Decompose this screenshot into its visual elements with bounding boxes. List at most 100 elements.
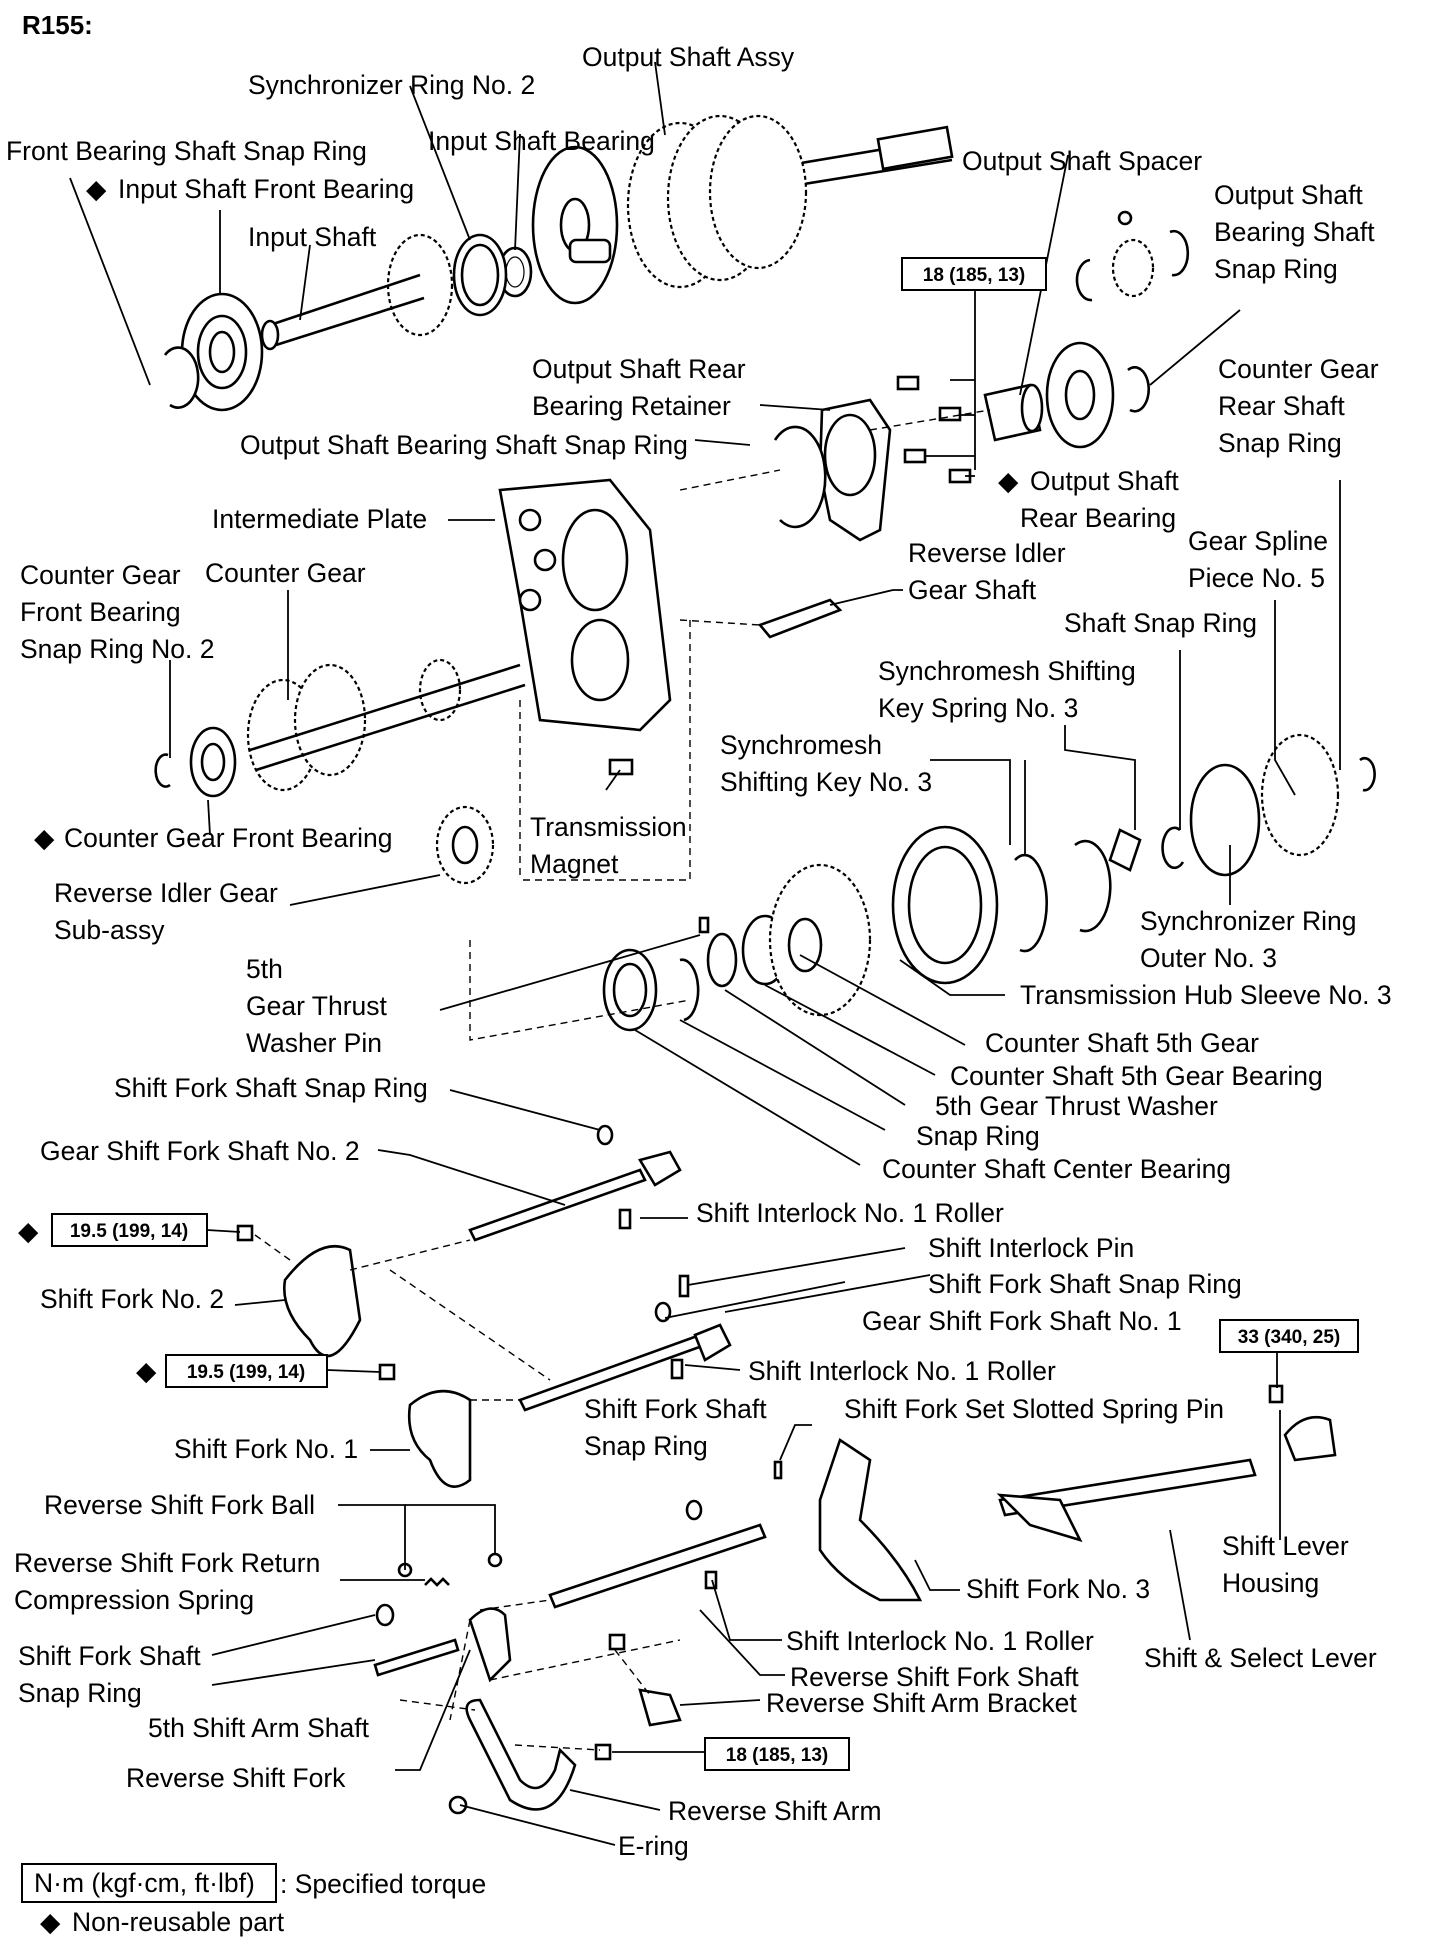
label-counter-front-snap-ring-1: Counter Gear [20,560,181,590]
assembly-lines [254,409,991,1751]
label-reverse-fork-ball: Reverse Shift Fork Ball [44,1490,315,1520]
shift-fork-no2-drawing [283,1245,362,1358]
fork-no2-bolt-drawing [236,1224,254,1242]
reverse-shift-fork-drawing [465,1698,577,1811]
interlock-pin-drawing [678,1274,690,1298]
label-return-spring-1: Reverse Shift Fork Return [14,1548,320,1578]
label-input-shaft-front-bearing: Input Shaft Front Bearing [118,174,414,204]
label-shift-fork-shaft-snap-ring-d-1: Shift Fork Shaft [18,1641,201,1671]
label-output-shaft-bearing-snap-ring-top-3: Snap Ring [1214,254,1338,284]
label-counter-front-snap-ring-2: Front Bearing [20,597,181,627]
torque-box-fork-no1 [165,1354,328,1388]
label-sync-ring-outer-1: Synchronizer Ring [1140,906,1357,936]
interlock-roller-c-drawing [704,1570,718,1590]
legend-torque-desc: : Specified torque [280,1869,486,1899]
label-interlock-roller-a: Shift Interlock No. 1 Roller [696,1198,1004,1228]
input-shaft-front-bearing-drawing [180,292,264,412]
label-shaft-snap-ring: Shaft Snap Ring [1064,608,1257,638]
label-interlock-pin: Shift Interlock Pin [928,1233,1134,1263]
reverse-arm-bracket-drawing [638,1688,682,1727]
label-retainer-1: Output Shaft Rear [532,354,746,384]
label-reverse-shift-fork: Reverse Shift Fork [126,1763,346,1793]
label-gear-shift-fork-shaft-no2: Gear Shift Fork Shaft No. 2 [40,1136,360,1166]
label-shift-fork-no3: Shift Fork No. 3 [966,1574,1150,1604]
bracket-bolt-2 [594,1743,612,1761]
reverse-fork-shaft-drawing [548,1523,767,1609]
label-counter-rear-snap-ring-2: Rear Shaft [1218,391,1345,421]
torque-box-housing [1219,1319,1359,1353]
label-counter-5th-gear-bearing: Counter Shaft 5th Gear Bearing [950,1061,1323,1091]
counter-front-snap-ring-drawing [154,753,171,788]
diagram-title: R155: [22,10,93,40]
label-shift-fork-no1: Shift Fork No. 1 [174,1434,358,1464]
label-counter-front-snap-ring-3: Snap Ring No. 2 [20,634,214,664]
magnet-drawing [608,758,634,776]
fork-shaft-no2-drawing [468,1168,647,1242]
fork-ball-2 [487,1552,503,1568]
label-shift-fork-no2: Shift Fork No. 2 [40,1284,224,1314]
shift-select-lever-drawing [998,1458,1257,1517]
label-return-spring-2: Compression Spring [14,1585,254,1615]
label-thrust-washer-pin-2: Gear Thrust [246,991,388,1021]
label-synchronizer-ring-no2: Synchronizer Ring No. 2 [248,70,535,100]
snap-ring-small-c [685,1499,703,1521]
label-output-shaft-bearing-snap-ring-top-1: Output Shaft [1214,180,1363,210]
non-reusable-mark: ◆ [34,823,55,853]
label-output-rear-bearing-1: Output Shaft [1030,466,1179,496]
ring-small-1 [1075,258,1093,302]
fifth-gear-group-drawing [602,733,1376,1032]
label-reverse-idler-shaft-2: Gear Shaft [908,575,1037,605]
fork-no1-bolt-drawing [378,1363,396,1381]
label-gear-spline-piece-1: Gear Spline [1188,526,1328,556]
torque-retainer: 18 (185, 13) [923,265,1025,286]
label-hub-sleeve: Transmission Hub Sleeve No. 3 [1020,980,1392,1010]
label-transmission-magnet-1: Transmission [530,812,687,842]
label-counter-rear-snap-ring-3: Snap Ring [1218,428,1342,458]
e-ring-drawing [448,1795,468,1815]
legend-torque-units: N·m (kgf·cm, ft·lbf) [34,1868,255,1898]
part-drawings [154,114,1376,1815]
label-key-spring-1: Synchromesh Shifting [878,656,1136,686]
counter-rear-snap-ring-drawing [1127,366,1151,413]
legend-non-reusable: Non-reusable part [72,1907,285,1937]
label-counter-rear-snap-ring-1: Counter Gear [1218,354,1379,384]
label-counter-gear: Counter Gear [205,558,366,588]
torque-fork-no2: 19.5 (199, 14) [70,1221,188,1242]
label-shift-fork-shaft-snap-ring-b: Shift Fork Shaft Snap Ring [928,1269,1242,1299]
label-transmission-magnet-2: Magnet [530,849,619,879]
label-shifting-key-1: Synchromesh [720,730,882,760]
torque-housing: 33 (340, 25) [1238,1327,1340,1348]
label-shift-fork-shaft-snap-ring-a: Shift Fork Shaft Snap Ring [114,1073,428,1103]
label-input-shaft: Input Shaft [248,222,377,252]
snap-ring-small-d [375,1603,395,1627]
output-shaft-assy-drawing [531,114,954,305]
torque-box-fork-no2 [51,1213,208,1247]
label-shift-lever-housing-1: Shift Lever [1222,1531,1349,1561]
legend-non-reusable-mark: ◆ [40,1907,61,1937]
label-reverse-shift-arm: Reverse Shift Arm [668,1796,882,1826]
label-output-shaft-bearing-shaft-snap-ring: Output Shaft Bearing Shaft Snap Ring [240,430,688,460]
return-spring-drawing [424,1577,450,1587]
retainer-bolts-drawing [896,375,972,484]
interlock-roller-a-drawing [618,1208,632,1230]
slotted-pin-drawing [773,1460,783,1480]
label-shift-lever-housing-2: Housing [1222,1568,1319,1598]
input-shaft-drawing [260,233,454,351]
label-thrust-washer-pin-1: 5th [246,954,283,984]
torque-boxes: 18 (185, 13) 19.5 (199, 14) 19.5 (199, 1… [51,257,1359,1771]
snap-ring-large-drawing [773,425,827,529]
label-snap-ring: Snap Ring [916,1121,1040,1151]
torque-fork-no1: 19.5 (199, 14) [187,1362,305,1383]
snap-ring-small-b [654,1301,672,1323]
non-reusable-mark: ◆ [998,466,1019,496]
label-shift-fork-shaft-snap-ring-c-2: Snap Ring [584,1431,708,1461]
fifth-arm-shaft-drawing [373,1638,460,1677]
shift-fork-no3-drawing [818,1437,923,1602]
label-reverse-idler-gear-1: Reverse Idler Gear [54,878,278,908]
label-gear-shift-fork-shaft-no1: Gear Shift Fork Shaft No. 1 [862,1306,1182,1336]
label-slotted-spring-pin: Shift Fork Set Slotted Spring Pin [844,1394,1224,1424]
label-counter-5th-gear: Counter Shaft 5th Gear [985,1028,1259,1058]
label-output-shaft-assy: Output Shaft Assy [582,42,795,72]
interlock-roller-b-drawing [670,1358,684,1380]
